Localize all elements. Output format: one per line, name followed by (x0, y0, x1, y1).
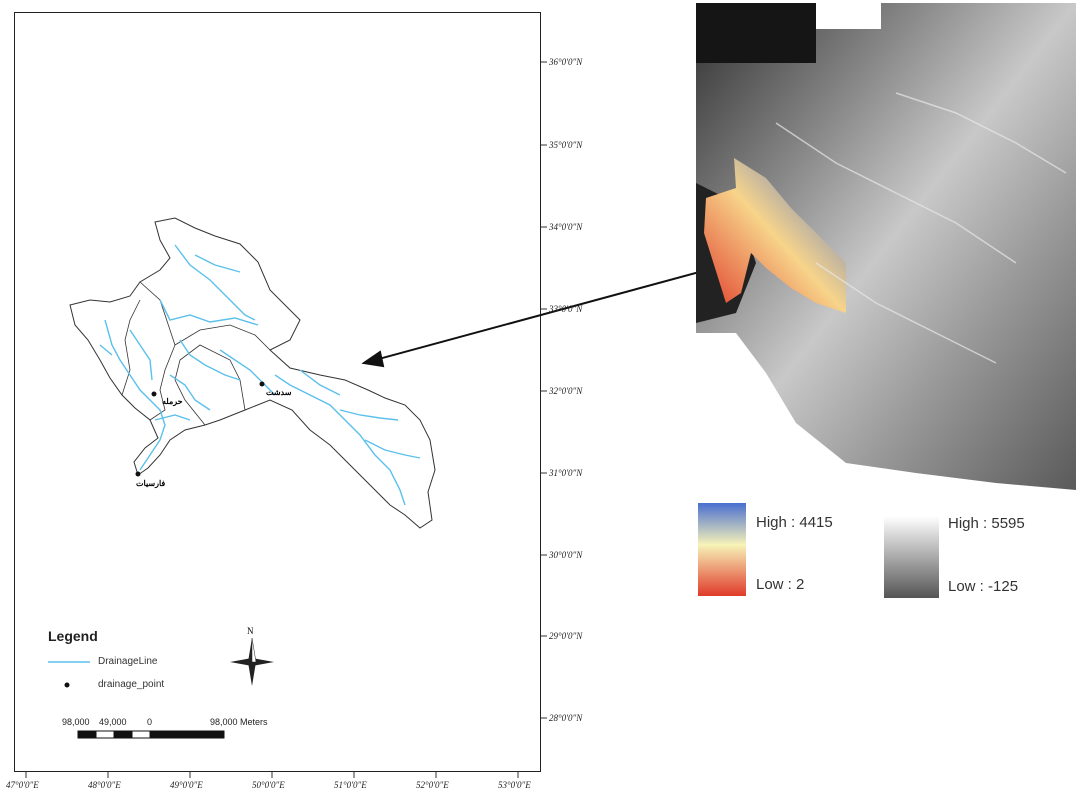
lat-label: 35°0'0"N (549, 140, 583, 150)
lat-label: 31°0'0"N (549, 468, 583, 478)
scale-bar (77, 730, 225, 739)
scale-label: 98,000 Meters (210, 717, 268, 727)
lat-label: 30°0'0"N (549, 550, 583, 560)
north-arrow-icon (230, 637, 274, 686)
lat-label: 33°0'0"N (549, 304, 583, 314)
lon-label: 53°0'0"E (498, 780, 531, 790)
lat-label: 28°0'0"N (549, 713, 583, 723)
basin-ramp-high: High : 4415 (756, 514, 833, 531)
legend-title: Legend (48, 628, 98, 644)
scale-label: 98,000 (62, 717, 90, 727)
lon-label: 48°0'0"E (88, 780, 121, 790)
basin-color-ramp (698, 503, 746, 596)
scale-label: 49,000 (99, 717, 127, 727)
drainage-points (135, 381, 265, 477)
drainage-lines (99, 244, 421, 506)
lon-label: 49°0'0"E (170, 780, 203, 790)
scale-label: 0 (147, 717, 153, 727)
dem-ramp-low: Low : -125 (948, 578, 1019, 595)
map-frame (14, 12, 541, 772)
legend-point-symbol (64, 682, 70, 688)
lat-label: 29°0'0"N (549, 631, 583, 641)
legend-line-label: DrainageLine (98, 656, 158, 667)
legend-point-label: drainage_point (98, 679, 165, 690)
lat-label: 34°0'0"N (549, 222, 583, 232)
point-label: سدشت (266, 388, 292, 397)
lon-label: 51°0'0"E (334, 780, 367, 790)
dem-color-ramp (884, 516, 939, 598)
lon-label: 52°0'0"E (416, 780, 449, 790)
dem-ramp-high: High : 5595 (948, 515, 1025, 532)
lat-label: 32°0'0"N (549, 386, 583, 396)
point-label: فارسیات (136, 479, 166, 488)
lon-label: 50°0'0"E (252, 780, 285, 790)
lat-label: 36°0'0"N (549, 57, 583, 67)
basin-ramp-low: Low : 2 (756, 576, 805, 593)
lon-label: 47°0'0"E (6, 780, 39, 790)
dem-image (696, 3, 1076, 490)
north-label: N (247, 626, 254, 636)
point-label: حرمله (162, 397, 183, 406)
